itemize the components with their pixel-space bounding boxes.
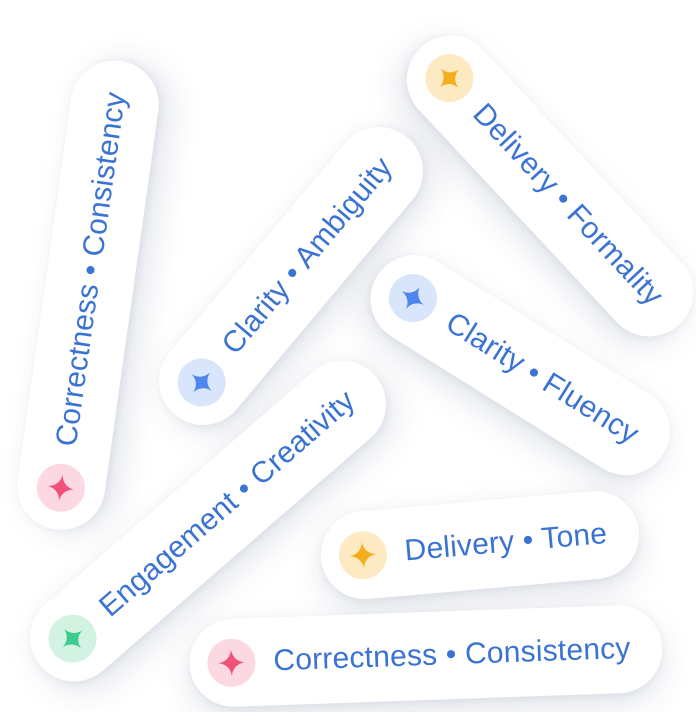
tag-label: Delivery • Tone (403, 516, 609, 568)
sparkle-icon (336, 529, 389, 582)
tag-correctness-consistency-2: Correctness • Consistency (187, 603, 665, 709)
tag-label: Engagement • Creativity (93, 383, 362, 624)
tag-delivery-tone: Delivery • Tone (317, 487, 643, 603)
tag-label: Clarity • Fluency (440, 305, 645, 451)
tag-label: Correctness • Consistency (272, 631, 632, 678)
tag-label: Clarity • Ambiguity (215, 150, 400, 361)
sparkle-icon (206, 637, 257, 688)
tag-clarity-ambiguity: Clarity • Ambiguity (140, 109, 442, 443)
tag-label: Correctness • Consistency (49, 89, 133, 449)
sparkle-icon (33, 460, 89, 515)
sparkle-icon (379, 264, 446, 332)
sparkle-icon (38, 604, 107, 673)
tag-label: Delivery • Formality (466, 97, 670, 313)
tag-engagement-creativity: Engagement • Creativity (11, 342, 405, 700)
sparkle-icon (167, 348, 236, 417)
tag-clarity-fluency: Clarity • Fluency (353, 238, 687, 492)
tag-delivery-formality: Delivery • Formality (388, 17, 696, 355)
tag-correctness-consistency: Correctness • Consistency (11, 54, 165, 536)
sparkle-icon (415, 44, 484, 113)
